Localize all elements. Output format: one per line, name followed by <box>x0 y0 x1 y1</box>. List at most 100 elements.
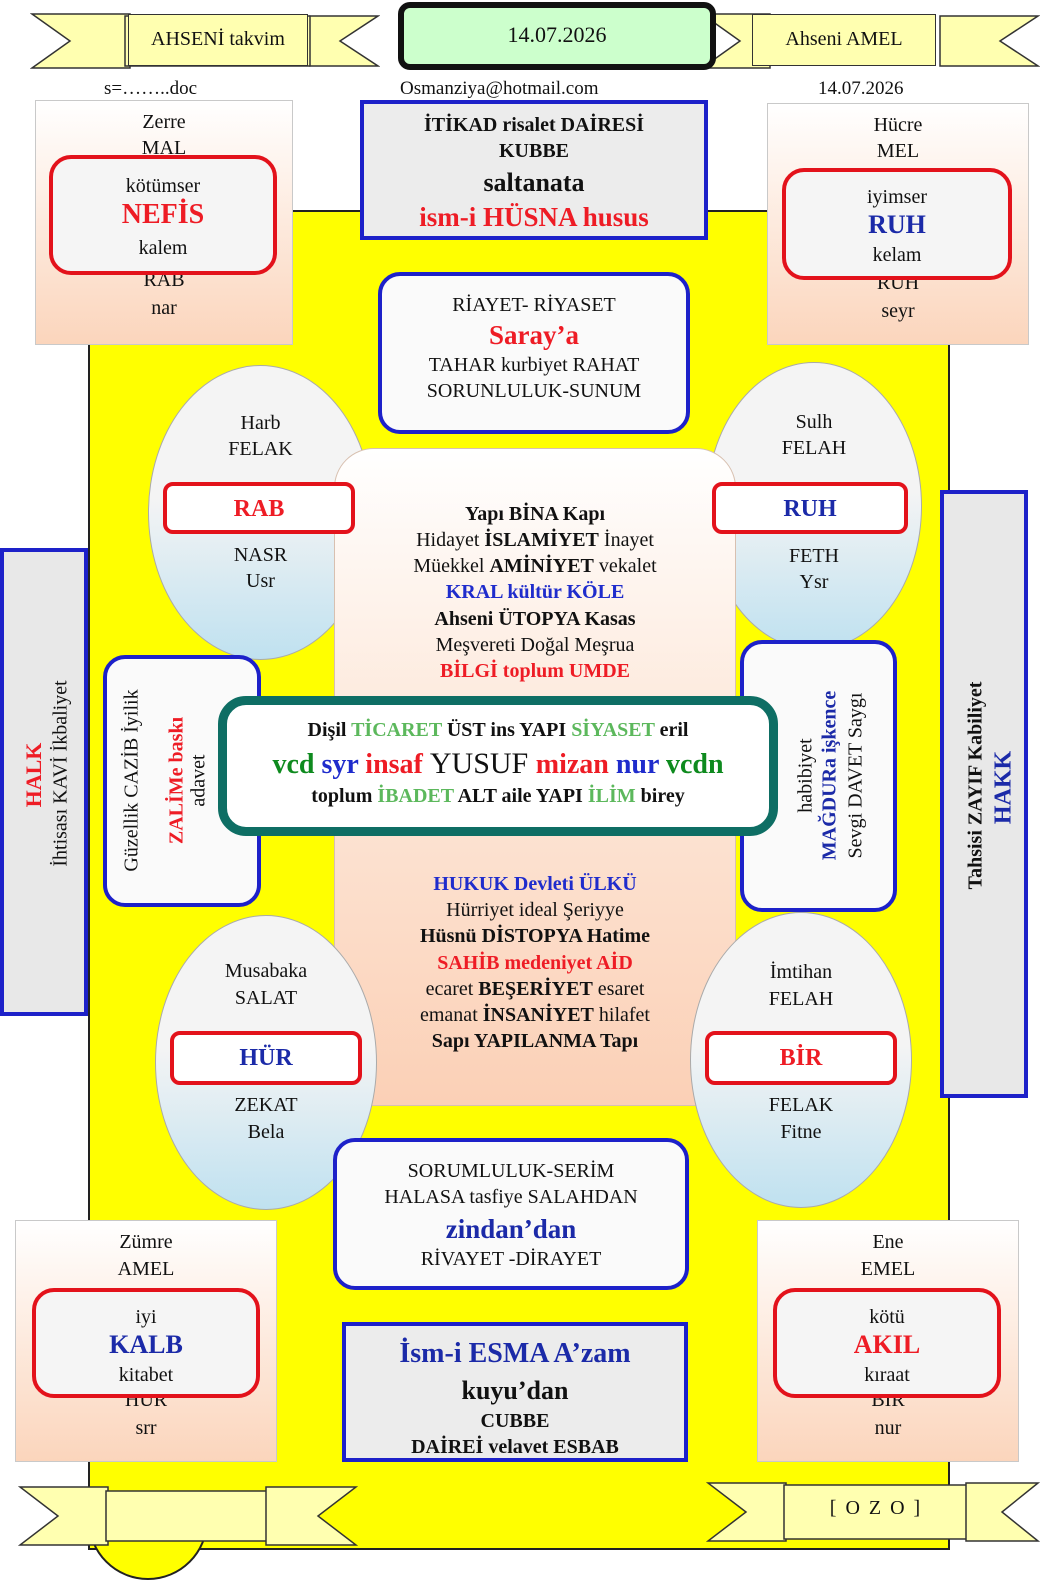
nefis-box: kötümser NEFİS kalem <box>49 155 277 275</box>
card-line: MEL <box>876 140 920 162</box>
esma-box: İsm-i ESMA A’zam kuyu’dan CUBBE DAİREİ v… <box>342 1322 688 1462</box>
far-left-title: HALK <box>21 742 46 808</box>
center-line: Hidayet İSLAMİYET İnayet <box>416 529 654 551</box>
nefis-line: kalem <box>138 237 188 259</box>
oval-line: FETH <box>789 545 839 567</box>
card-line: Hücre <box>873 114 923 136</box>
zindan-title: zindan’dan <box>445 1214 577 1244</box>
center-line: SAHİB medeniyet AİD <box>437 952 633 974</box>
oval-line: Fitne <box>780 1121 822 1143</box>
far-right-line: Tahsisi ZAYIF Kabiliyet <box>964 681 987 890</box>
oval-line: FELAH <box>768 988 834 1010</box>
ruh-line: kelam <box>872 244 922 266</box>
riyaset-line: RİAYET- RİYASET <box>452 294 616 316</box>
oval-line: Usr <box>246 570 275 592</box>
hur-pill: HÜR <box>170 1031 362 1085</box>
nefis-title: NEFİS <box>121 199 205 230</box>
oval-line: Harb <box>240 412 281 434</box>
far-left-line: İhtisası KAVİ İkbaliyet <box>49 680 72 867</box>
ruh-pill-label: RUH <box>783 496 837 522</box>
center-line: Sapı YAPILANMA Tapı <box>431 1030 639 1052</box>
center-line: HUKUK Devleti ÜLKÜ <box>433 873 637 895</box>
center-line: Hürriyet ideal Şeriyye <box>446 899 624 921</box>
zindan-line: SORUMLULUK-SERİM <box>407 1160 615 1182</box>
oval-line: Musabaka <box>224 960 308 982</box>
oval-line: FELAH <box>781 437 847 459</box>
header-date-right: 14.07.2026 <box>818 78 904 99</box>
right-ribbon-label: Ahseni AMEL <box>785 28 903 50</box>
far-left-box: HALK İhtisası KAVİ İkbaliyet <box>0 548 88 1016</box>
oval-line: FELAK <box>228 438 293 460</box>
yusuf-box: Dişil TİCARET ÜST ins YAPI SİYASET eril … <box>218 696 778 836</box>
oval-line: NASR <box>233 544 288 566</box>
card-line: nur <box>874 1417 902 1439</box>
left-side-line: adavet <box>187 754 210 807</box>
riyaset-line: TAHAR kurbiyet RAHAT <box>428 354 640 376</box>
center-line: emanat İNSANİYET hilafet <box>420 1004 650 1026</box>
oval-line: Sulh <box>795 411 833 433</box>
ruh-line: iyimser <box>867 186 927 208</box>
card-line: Zerre <box>142 111 186 133</box>
file-note: s=……..doc <box>104 78 198 99</box>
far-right-box: Tahsisi ZAYIF Kabiliyet HAKK <box>940 490 1028 1098</box>
zindan-box: SORUMLULUK-SERİM HALASA tasfiye SALAHDAN… <box>333 1138 689 1290</box>
right-side-line: Sevgi DAVET Saygı <box>844 692 867 859</box>
right-side-line: habibiyet <box>794 738 817 813</box>
rab-pill: RAB <box>163 482 355 534</box>
esma-line: kuyu’dan <box>461 1376 569 1405</box>
center-line: Hüsnü DİSTOPYA Hatime <box>419 925 651 947</box>
ozo-label: [ O Z O ] <box>829 1497 923 1519</box>
card-line: AMEL <box>117 1258 175 1280</box>
right-ribbon-label-box: Ahseni AMEL <box>752 14 936 66</box>
zindan-line: HALASA tasfiye SALAHDAN <box>384 1186 638 1208</box>
center-line: Meşvereti Doğal Meşrua <box>435 634 635 656</box>
left-ribbon-label: AHSENİ takvim <box>151 28 285 50</box>
oval-line: Bela <box>247 1121 285 1143</box>
card-line: MAL <box>141 137 187 159</box>
itikad-title: ism-i HÜSNA husus <box>419 202 649 232</box>
esma-title: İsm-i ESMA A’zam <box>399 1338 631 1369</box>
oval-line: Ysr <box>799 571 829 593</box>
yusuf-row-3: toplum İBADET ALT aile YAPI İLİM birey <box>311 785 685 807</box>
akil-title: AKIL <box>853 1330 921 1359</box>
ruh-box: iyimser RUH kelam <box>782 168 1012 280</box>
card-line: EMEL <box>860 1258 916 1280</box>
hur-pill-label: HÜR <box>239 1045 293 1071</box>
center-line: ecaret BEŞERİYET esaret <box>425 978 645 1000</box>
kalb-box: iyi KALB kitabet <box>32 1288 260 1398</box>
riyaset-line: SORUNLULUK-SUNUM <box>426 380 642 402</box>
card-line: Ene <box>872 1231 904 1253</box>
center-line: KRAL kültür KÖLE <box>445 581 625 603</box>
email-link[interactable]: Osmanziya@hotmail.com <box>400 78 599 99</box>
far-right-title: HAKK <box>990 750 1017 825</box>
rab-pill-label: RAB <box>233 496 285 522</box>
date-box: 14.07.2026 <box>398 2 716 70</box>
kalb-title: KALB <box>109 1330 183 1359</box>
esma-line: CUBBE <box>480 1410 550 1432</box>
footer-left-ribbon <box>18 1486 358 1546</box>
akil-line: kıraat <box>864 1364 910 1386</box>
riyaset-title: Saray’a <box>489 320 579 350</box>
center-line: Yapı BİNA Kapı <box>464 503 606 525</box>
zindan-line: RİVAYET -DİRAYET <box>420 1248 602 1270</box>
itikad-line: İTİKAD risalet DAİRESİ <box>423 114 645 136</box>
itikad-line: KUBBE <box>498 140 570 162</box>
left-side-line: ZALİMe baskı <box>165 716 188 845</box>
kalb-line: kitabet <box>118 1364 174 1386</box>
bir-pill: BİR <box>705 1031 897 1085</box>
date-box-text: 14.07.2026 <box>507 22 607 47</box>
left-ribbon-label-box: AHSENİ takvim <box>128 14 308 66</box>
esma-line: DAİREİ velavet ESBAB <box>411 1436 619 1458</box>
yusuf-row-1: Dişil TİCARET ÜST ins YAPI SİYASET eril <box>307 719 689 741</box>
kalb-line: iyi <box>135 1306 157 1328</box>
center-line: Ahseni ÜTOPYA Kasas <box>434 608 636 630</box>
footer-right-ribbon <box>706 1482 1040 1542</box>
card-line: nar <box>151 297 177 319</box>
center-line: BİLGİ toplum UMDE <box>439 660 631 682</box>
ruh-pill: RUH <box>712 482 908 534</box>
center-line: Müekkel AMİNİYET vekalet <box>413 555 657 577</box>
yusuf-row-2: vcd syr insaf YUSUF mizan nur vcdn <box>272 747 724 780</box>
oval-line: İmtihan <box>769 961 833 983</box>
card-line: srr <box>135 1417 157 1439</box>
riyaset-box: RİAYET- RİYASET Saray’a TAHAR kurbiyet R… <box>378 272 690 434</box>
